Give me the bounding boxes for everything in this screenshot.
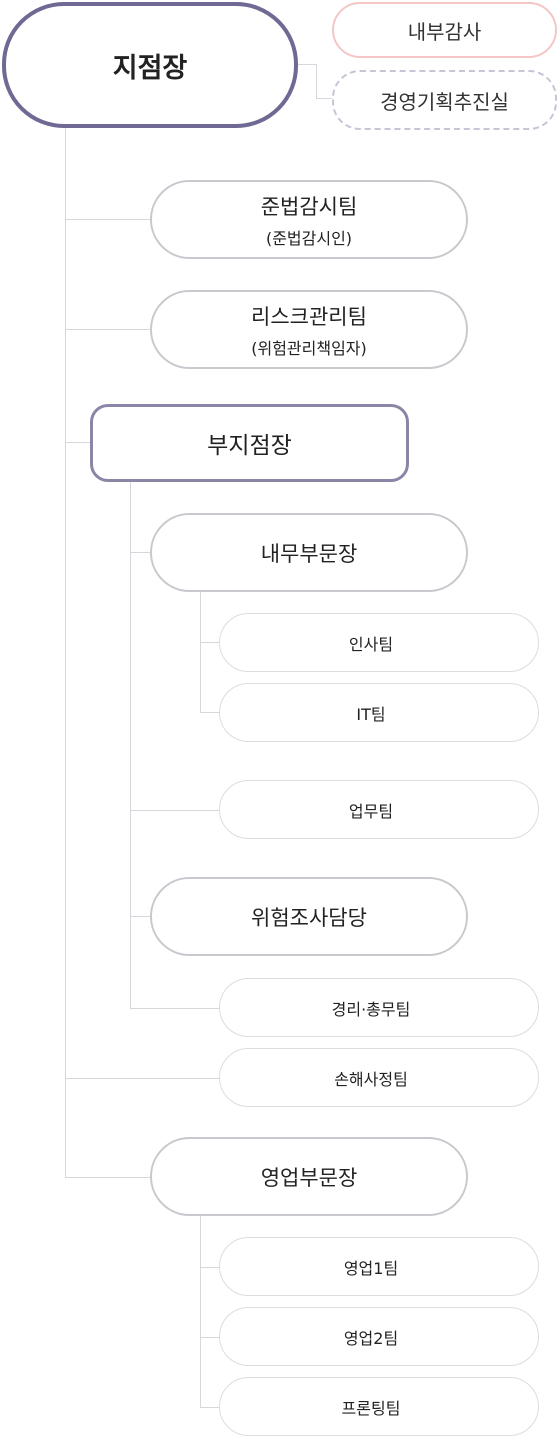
accounting-general-affairs-label: 경리·총무팀 [331, 999, 411, 1019]
risk-management-team-node: 리스크관리팀 (위험관리책임자) [150, 290, 468, 369]
hr-team-label: 인사팀 [348, 634, 394, 654]
internal-audit-label: 내부감사 [407, 19, 482, 44]
internal-division-label: 내무부문장 [260, 541, 358, 566]
operations-team-label: 업무팀 [348, 801, 394, 821]
deputy-manager-node: 부지점장 [90, 404, 409, 482]
claims-adjustment-team-node: 손해사정팀 [219, 1048, 539, 1107]
fronting-team-label: 프론팅팀 [341, 1398, 401, 1418]
sales-team-1-label: 영업1팀 [343, 1258, 399, 1278]
fronting-team-node: 프론팅팀 [219, 1377, 539, 1436]
claims-adjustment-team-label: 손해사정팀 [334, 1069, 408, 1089]
risk-management-team-label: 리스크관리팀 [251, 304, 367, 329]
sales-division-label: 영업부문장 [260, 1165, 358, 1190]
management-planning-node: 경영기획추진실 [332, 70, 557, 130]
sales-team-1-node: 영업1팀 [219, 1237, 539, 1296]
it-team-label: IT팀 [356, 704, 386, 724]
branch-manager-node: 지점장 [2, 2, 298, 128]
hr-team-node: 인사팀 [219, 613, 539, 672]
operations-team-node: 업무팀 [219, 780, 539, 839]
internal-division-node: 내무부문장 [150, 513, 468, 592]
risk-survey-node: 위험조사담당 [150, 877, 468, 956]
risk-officer-label: (위험관리책임자) [251, 338, 367, 358]
compliance-team-label: 준법감시팀 [260, 194, 358, 219]
sales-team-2-node: 영업2팀 [219, 1307, 539, 1366]
compliance-team-node: 준법감시팀 (준법감시인) [150, 180, 468, 259]
risk-survey-label: 위험조사담당 [251, 905, 367, 930]
accounting-general-affairs-node: 경리·총무팀 [219, 978, 539, 1037]
deputy-manager-label: 부지점장 [207, 433, 292, 459]
management-planning-label: 경영기획추진실 [380, 89, 509, 114]
it-team-node: IT팀 [219, 683, 539, 742]
branch-manager-label: 지점장 [112, 52, 188, 84]
internal-audit-node: 내부감사 [332, 2, 557, 58]
sales-division-node: 영업부문장 [150, 1137, 468, 1216]
sales-team-2-label: 영업2팀 [343, 1328, 399, 1348]
compliance-officer-label: (준법감시인) [265, 228, 353, 248]
